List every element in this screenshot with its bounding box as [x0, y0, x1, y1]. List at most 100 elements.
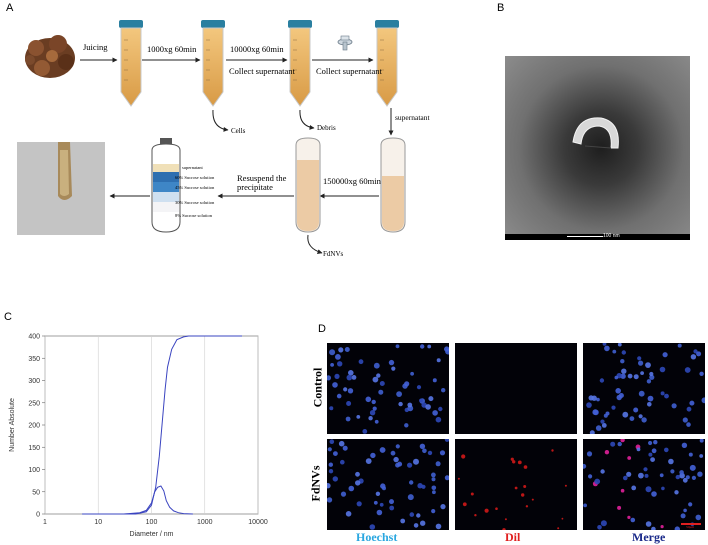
cell-dot: [391, 366, 396, 371]
cell-dot: [344, 347, 350, 352]
cell-dot: [612, 349, 617, 354]
cell-dot: [372, 406, 377, 411]
cell-dot: [686, 406, 692, 412]
gradient-label-45: 45% Sucrose solution: [175, 185, 215, 190]
cell-dot: [684, 367, 691, 373]
cell-dot: [699, 439, 704, 443]
scale-bar: [681, 523, 701, 525]
cell-dot: [644, 473, 649, 478]
cell-dot: [428, 396, 434, 402]
cell-dot: [611, 405, 616, 410]
cell-dot: [365, 458, 372, 464]
tem-scale-label: 100 nm: [603, 233, 620, 239]
cell-dot: [631, 485, 637, 491]
cell-dot: [674, 490, 679, 495]
cell-dot: [407, 494, 414, 501]
cell-dot: [697, 471, 703, 477]
cell-dot: [369, 410, 376, 416]
cell-dot: [699, 454, 704, 458]
cell-dot: [372, 376, 379, 383]
col-title-merge: Merge: [632, 530, 666, 544]
cell-dot: [601, 423, 607, 428]
gradient-tube: [151, 138, 181, 233]
cell-dot: [682, 477, 688, 483]
cell-dot: [664, 393, 669, 399]
cell-dot: [633, 407, 639, 413]
cell-dot: [379, 381, 385, 386]
cell-dot: [395, 444, 400, 449]
label-spin2: 10000xg 60min: [230, 44, 284, 54]
cell-dot: [636, 447, 641, 452]
cell-dot: [512, 460, 516, 464]
cell-dot: [595, 425, 602, 431]
cell-dot: [605, 411, 610, 416]
cell-dot: [348, 370, 354, 376]
cell-dot: [600, 520, 607, 527]
cell-dot: [586, 451, 593, 457]
cell-dot: [355, 480, 361, 486]
cell-dot: [425, 404, 431, 410]
cell-dot: [630, 517, 636, 523]
x-tick-label: 10: [94, 519, 102, 526]
cell-dot: [627, 515, 631, 519]
y-tick-label: 350: [28, 356, 40, 363]
cell-dot: [504, 518, 507, 521]
cell-dot: [409, 480, 414, 485]
y-tick-label: 400: [28, 334, 40, 341]
cell-dot: [338, 347, 344, 353]
cell-dot: [416, 513, 421, 518]
cell-dot: [407, 402, 413, 408]
cell-dot: [638, 360, 644, 366]
cell-dot: [340, 459, 345, 465]
label-cells: Cells: [231, 127, 246, 135]
cell-dot: [695, 514, 702, 521]
cell-dot: [647, 402, 652, 407]
cell-dot: [389, 505, 395, 511]
cell-dot: [661, 486, 665, 491]
cell-dot: [688, 452, 693, 457]
cell-dot: [327, 497, 333, 503]
cell-dot: [688, 502, 693, 507]
row-title-control: Control: [310, 367, 325, 408]
workflow-diagram: [17, 20, 406, 255]
cell-dot: [333, 451, 338, 456]
cell-dot: [670, 469, 675, 474]
cell-dot: [355, 471, 360, 477]
cell-dot: [691, 475, 696, 480]
cell-dot: [617, 441, 622, 447]
cell-dot: [599, 378, 605, 383]
cell-dot: [417, 483, 423, 489]
gradient-label-60: 60% Sucrose solution: [175, 175, 215, 180]
gradient-label-30: 30% Sucrose solution: [175, 200, 215, 205]
cell-dot: [664, 447, 669, 453]
cell-dot: [696, 351, 702, 357]
cell-dot: [474, 514, 477, 517]
cell-dot: [416, 385, 422, 390]
herb-image: [25, 35, 75, 78]
cell-dot: [651, 526, 656, 530]
cell-dot: [431, 472, 436, 478]
micrograph-fdnvs-hoechst: [327, 439, 449, 530]
cell-dot: [358, 359, 364, 365]
cell-dot: [457, 477, 460, 480]
cell-dot: [645, 521, 652, 527]
cell-dot: [388, 359, 395, 366]
cell-dot: [640, 371, 644, 375]
cell-dot: [436, 358, 441, 363]
cell-dot: [686, 422, 691, 427]
cell-dot: [397, 461, 403, 467]
cell-dot: [621, 350, 626, 355]
cell-dot: [332, 382, 338, 388]
cell-dot: [419, 443, 426, 449]
tube-4: [375, 20, 399, 107]
cell-dot: [328, 462, 333, 467]
y-tick-label: 250: [28, 400, 40, 407]
tem-scale-line: [567, 236, 603, 237]
tube-3: [288, 20, 312, 107]
cell-dot: [409, 512, 415, 517]
micrograph-fdnvs-dil: [455, 439, 577, 530]
cell-dot: [351, 375, 357, 380]
cell-dot: [614, 375, 619, 380]
cell-dot: [690, 354, 697, 360]
cell-dot: [502, 528, 506, 530]
